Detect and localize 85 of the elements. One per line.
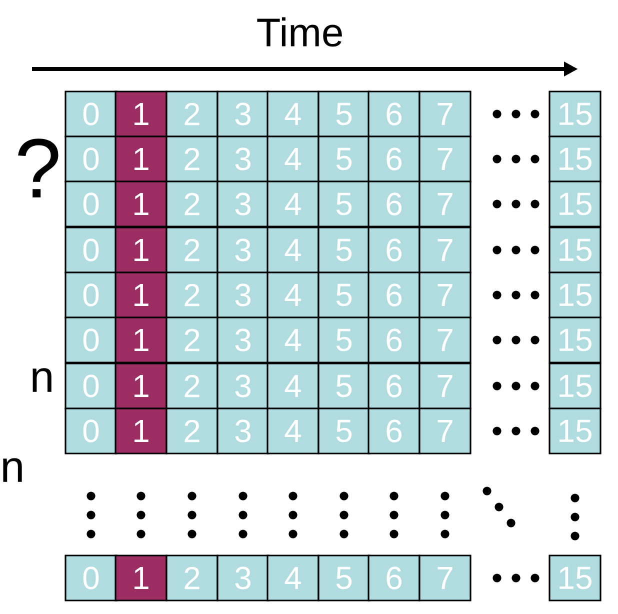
number-cell: 15 (548, 272, 602, 318)
number-cell: 0 (64, 226, 118, 274)
number-cell: 6 (368, 226, 420, 274)
number-cell: 15 (548, 554, 602, 602)
number-cell: 4 (266, 272, 320, 318)
number-cell: 2 (166, 136, 218, 182)
number-cell: 0 (64, 362, 118, 410)
number-cell: 3 (216, 554, 270, 602)
number-cell: 3 (216, 272, 270, 318)
number-cell: 15 (548, 180, 602, 228)
number-cell: 7 (418, 136, 472, 182)
number-cell: 1 (114, 408, 168, 454)
number-cell: 7 (418, 316, 472, 364)
number-cell: 1 (114, 226, 168, 274)
number-cell: 1 (114, 272, 168, 318)
text-label: ? (18, 138, 58, 198)
number-cell: 0 (64, 136, 118, 182)
number-cell: 3 (216, 362, 270, 410)
number-cell: 5 (318, 316, 370, 364)
number-cell: 7 (418, 362, 472, 410)
number-cell: 5 (318, 90, 370, 138)
text-label: Time (257, 17, 342, 47)
number-cell: 1 (114, 362, 168, 410)
number-cell: 7 (418, 408, 472, 454)
number-cell: 7 (418, 180, 472, 228)
number-cell: 2 (166, 226, 218, 274)
number-cell: 5 (318, 136, 370, 182)
number-cell: 0 (64, 408, 118, 454)
number-cell: 5 (318, 180, 370, 228)
number-cell: 15 (548, 226, 602, 274)
number-cell: 4 (266, 136, 320, 182)
number-cell: 7 (418, 272, 472, 318)
number-cell: 6 (368, 136, 420, 182)
number-cell: 1 (114, 316, 168, 364)
number-cell: 15 (548, 136, 602, 182)
number-cell: 3 (216, 180, 270, 228)
number-cell: 5 (318, 226, 370, 274)
number-cell: 2 (166, 272, 218, 318)
number-cell: 2 (166, 554, 218, 602)
number-cell: 2 (166, 180, 218, 228)
number-cell: 6 (368, 408, 420, 454)
number-cell: 6 (368, 554, 420, 602)
text-label: n (3, 458, 22, 482)
number-cell: 4 (266, 90, 320, 138)
number-cell: 0 (64, 272, 118, 318)
text-label: n (32, 368, 52, 392)
number-cell: 6 (368, 180, 420, 228)
number-cell: 0 (64, 554, 118, 602)
number-cell: 6 (368, 90, 420, 138)
number-cell: 5 (318, 408, 370, 454)
number-cell: 2 (166, 90, 218, 138)
number-cell: 0 (64, 316, 118, 364)
number-cell: 4 (266, 408, 320, 454)
number-cell: 15 (548, 408, 602, 454)
number-cell: 3 (216, 90, 270, 138)
number-cell: 4 (266, 554, 320, 602)
number-cell: 4 (266, 226, 320, 274)
number-cell: 7 (418, 226, 472, 274)
number-cell: 3 (216, 408, 270, 454)
number-cell: 2 (166, 408, 218, 454)
number-cell: 3 (216, 136, 270, 182)
number-cell: 0 (64, 180, 118, 228)
number-cell: 6 (368, 316, 420, 364)
number-cell: 4 (266, 180, 320, 228)
number-cell: 1 (114, 136, 168, 182)
number-cell: 2 (166, 316, 218, 364)
number-cell: 5 (318, 362, 370, 410)
number-cell: 0 (64, 90, 118, 138)
number-cell: 15 (548, 362, 602, 410)
number-cell: 7 (418, 554, 472, 602)
number-cell: 7 (418, 90, 472, 138)
number-cell: 4 (266, 362, 320, 410)
number-cell: 1 (114, 554, 168, 602)
number-cell: 5 (318, 272, 370, 318)
number-cell: 3 (216, 226, 270, 274)
number-cell: 3 (216, 316, 270, 364)
number-cell: 15 (548, 316, 602, 364)
number-cell: 6 (368, 362, 420, 410)
number-cell: 1 (114, 180, 168, 228)
number-cell: 2 (166, 362, 218, 410)
number-cell: 5 (318, 554, 370, 602)
number-cell: 6 (368, 272, 420, 318)
number-cell: 1 (114, 90, 168, 138)
number-cell: 15 (548, 90, 602, 138)
number-cell: 4 (266, 316, 320, 364)
